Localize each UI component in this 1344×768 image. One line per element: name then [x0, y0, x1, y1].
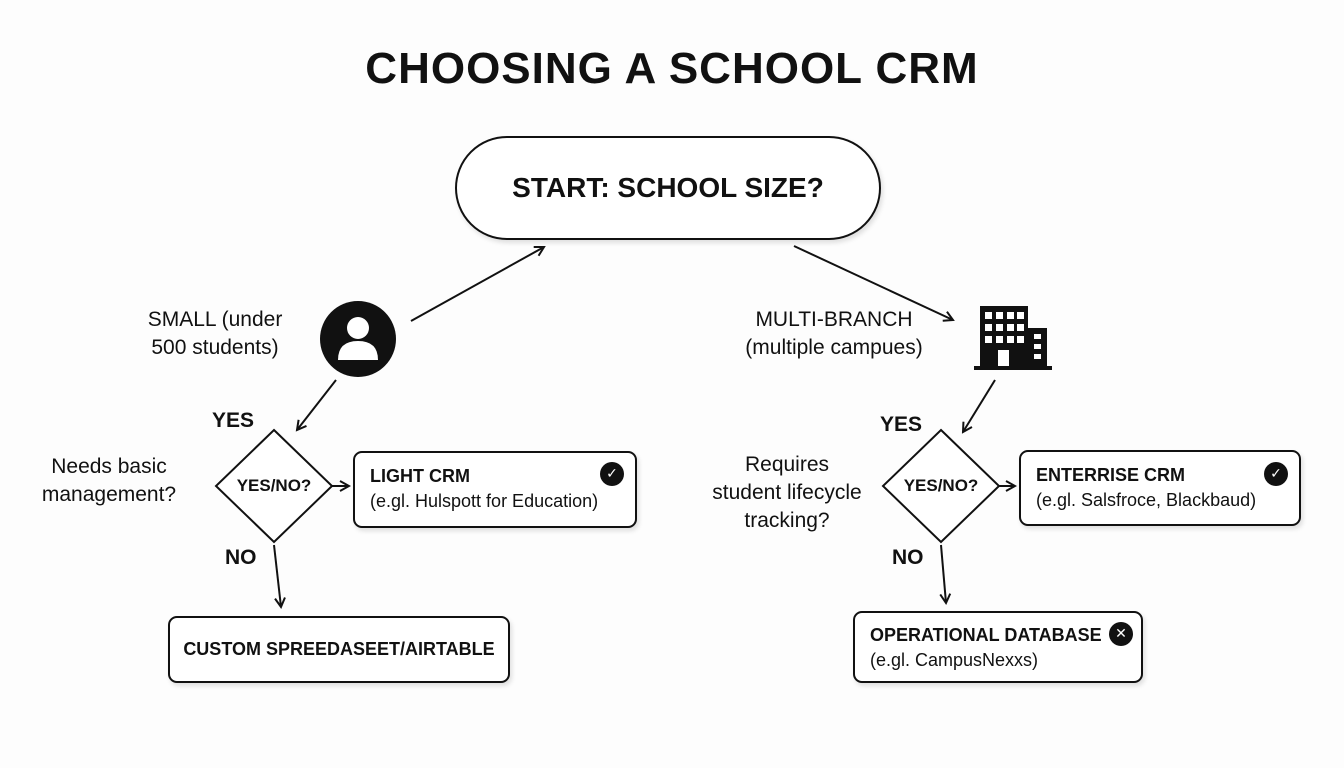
arrow-start-to-right: [793, 245, 953, 320]
arrow-left-no: [273, 544, 281, 607]
custom-spreadsheet-title: CUSTOM SPREEDASEET/AIRTABLE: [183, 639, 495, 659]
enterprise-crm-title: ENTERRISE CRM: [1036, 465, 1186, 485]
person-icon: [320, 301, 396, 377]
custom-spreadsheet-box: CUSTOM SPREEDASEET/AIRTABLE: [168, 616, 510, 683]
small-school-label: SMALL (under 500 students): [147, 308, 283, 359]
right-yes-label: YES: [880, 413, 923, 436]
arrow-left-to-start: [410, 247, 544, 322]
start-node-label: START: SCHOOL SIZE?: [512, 172, 824, 203]
light-crm-subtitle: (e.gl. Hulspott for Education): [370, 491, 599, 511]
building-icon: [974, 306, 1052, 370]
enterprise-crm-subtitle: (e.gl. Salsfroce, Blackbaud): [1036, 490, 1257, 510]
light-crm-box: LIGHT CRM (e.gl. Hulspott for Education)…: [353, 451, 637, 528]
decision-diamond-left: [214, 428, 334, 544]
check-icon: ✓: [1264, 462, 1288, 486]
multi-branch-label: MULTI-BRANCH (multiple campues): [745, 308, 923, 359]
operational-database-subtitle: (e.gl. CampusNexxs): [870, 650, 1039, 670]
left-no-label: NO: [225, 546, 257, 569]
arrow-building-to-diamond: [963, 379, 996, 432]
right-decision-label: YES/NO?: [903, 476, 979, 495]
start-node: START: SCHOOL SIZE?: [455, 136, 881, 240]
left-decision-label: YES/NO?: [236, 476, 312, 495]
diagram-title: CHOOSING A SCHOOL CRM: [365, 44, 979, 93]
decision-diamond-right: [881, 428, 1001, 544]
arrow-person-to-diamond: [297, 379, 337, 430]
arrow-right-no: [941, 544, 946, 603]
light-crm-title: LIGHT CRM: [370, 466, 470, 486]
x-icon: ✕: [1109, 622, 1133, 646]
left-yes-label: YES: [212, 409, 255, 432]
left-question: Needs basic management?: [41, 455, 177, 506]
right-no-label: NO: [892, 546, 924, 569]
operational-database-title: OPERATIONAL DATABASE: [870, 625, 1102, 645]
operational-database-box: OPERATIONAL DATABASE (e.gl. CampusNexxs)…: [853, 611, 1143, 683]
right-question: Requires student lifecycle tracking?: [712, 453, 862, 532]
check-icon: ✓: [600, 462, 624, 486]
enterprise-crm-box: ENTERRISE CRM (e.gl. Salsfroce, Blackbau…: [1019, 450, 1301, 526]
